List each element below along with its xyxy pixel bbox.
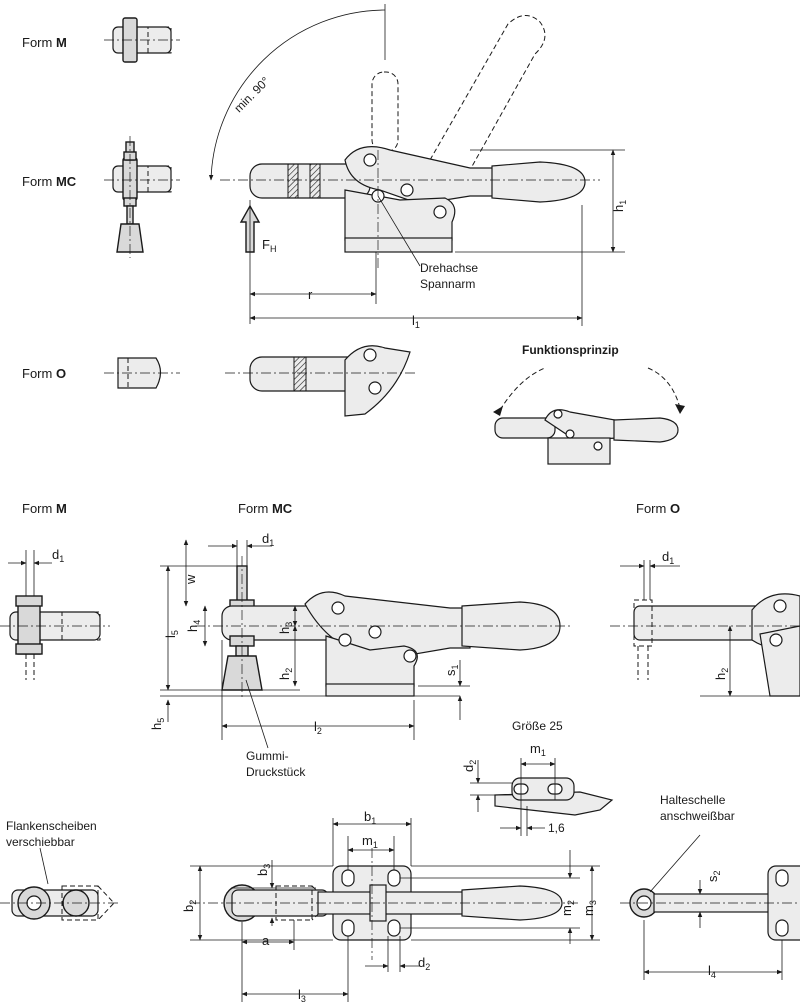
label-d1-form-o: d1 bbox=[662, 549, 675, 566]
label-h3: h3 bbox=[277, 621, 294, 634]
label-clamp-line2: anschweißbar bbox=[660, 809, 735, 823]
label-r: r bbox=[308, 287, 313, 302]
label-d1-form-mc: d1 bbox=[262, 531, 275, 548]
label-m2: m2 bbox=[559, 900, 576, 916]
label-a: a bbox=[262, 933, 270, 948]
label-form-o-top: Form O bbox=[22, 366, 67, 381]
function-principle-diagram bbox=[493, 367, 685, 465]
label-h4: h4 bbox=[185, 619, 202, 632]
form-mc-side-view bbox=[160, 539, 570, 749]
label-s2: s2 bbox=[705, 870, 722, 882]
form-m-top-view bbox=[104, 17, 180, 63]
label-m1-bottom: m1 bbox=[362, 833, 378, 850]
label-function-principle: Funktionsprinzip bbox=[522, 343, 619, 357]
label-rubber-line2: Druckstück bbox=[246, 765, 306, 779]
label-flank-line2: verschiebbar bbox=[6, 835, 75, 849]
label-l5: l5 bbox=[163, 630, 180, 638]
label-m3: m3 bbox=[581, 900, 598, 916]
label-form-mc-top: Form MC bbox=[22, 174, 77, 189]
label-b1: b1 bbox=[364, 809, 377, 826]
main-clamp-side-view bbox=[208, 4, 625, 326]
label-l3: l3 bbox=[298, 987, 306, 1004]
flank-washer-view bbox=[0, 847, 120, 921]
label-d1-form-m: d1 bbox=[52, 547, 65, 564]
label-form-o-middle: Form O bbox=[636, 501, 681, 516]
label-thickness: 1,6 bbox=[548, 821, 565, 835]
label-form-m-middle: Form M bbox=[22, 501, 67, 516]
form-o-top-view-bottom bbox=[620, 834, 800, 980]
label-b2: b2 bbox=[181, 899, 198, 912]
label-pivot-line1: Drehachse bbox=[420, 261, 479, 275]
label-h2-mc: h2 bbox=[277, 667, 294, 680]
label-b3: b3 bbox=[255, 863, 272, 876]
label-rubber-line1: Gummi- bbox=[246, 749, 289, 763]
label-h2-o: h2 bbox=[713, 667, 730, 680]
label-clamp-line1: Halteschelle bbox=[660, 793, 726, 807]
label-form-m-top: Form M bbox=[22, 35, 67, 50]
size-25-detail bbox=[470, 758, 614, 836]
label-d2-bottom: d2 bbox=[418, 955, 431, 972]
label-s1: s1 bbox=[443, 664, 460, 676]
form-m-end-view bbox=[0, 550, 110, 680]
label-size25-m1: m1 bbox=[530, 741, 546, 758]
form-o-top-view bbox=[104, 357, 180, 389]
label-w: w bbox=[183, 574, 198, 584]
label-h5: h5 bbox=[149, 717, 166, 730]
label-l2: l2 bbox=[314, 719, 322, 736]
form-mc-top-view bbox=[104, 136, 180, 258]
label-l4: l4 bbox=[708, 963, 716, 980]
label-l1: l1 bbox=[412, 313, 420, 330]
label-form-mc-middle: Form MC bbox=[238, 501, 293, 516]
form-o-end-view bbox=[610, 560, 800, 697]
label-force: FH bbox=[262, 237, 277, 254]
label-h1: h1 bbox=[611, 199, 628, 212]
form-o-arm-view bbox=[225, 345, 415, 417]
label-flank-line1: Flankenscheiben bbox=[6, 819, 97, 833]
form-mc-top-view-bottom bbox=[190, 818, 600, 1002]
label-size25-d2: d2 bbox=[461, 759, 478, 772]
label-size-25: Größe 25 bbox=[512, 719, 563, 733]
label-pivot-line2: Spannarm bbox=[420, 277, 476, 291]
